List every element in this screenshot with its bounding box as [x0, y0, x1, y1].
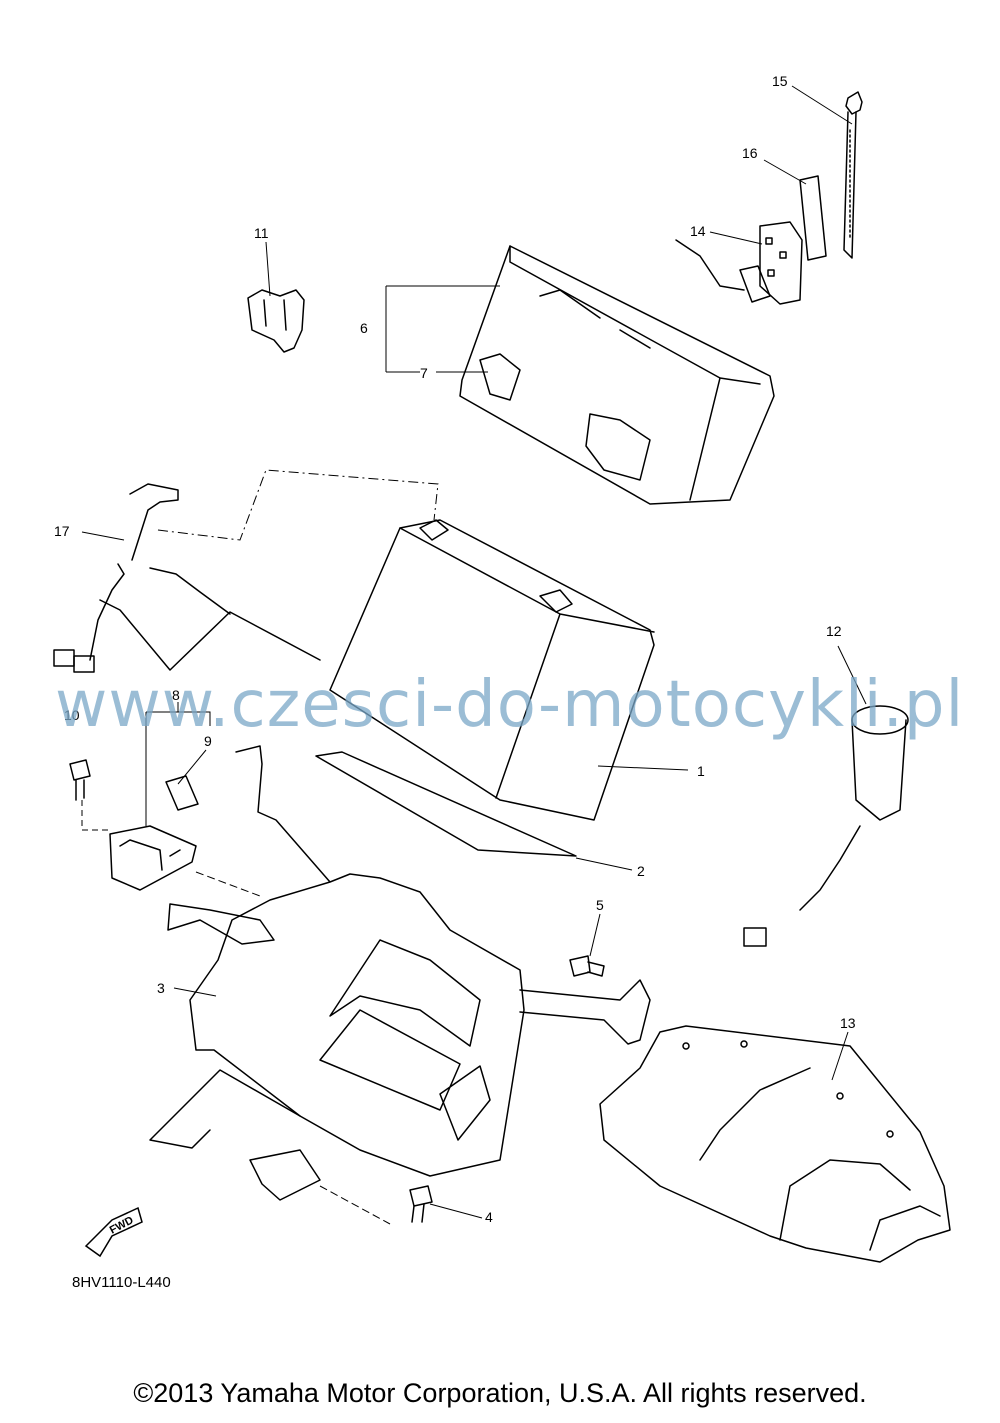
- callout-13: 13: [840, 1015, 856, 1031]
- clip-11: [247, 289, 305, 353]
- battery-box-3: [149, 745, 651, 1201]
- fwd-arrow: FWD: [84, 1206, 143, 1258]
- callout-15: 15: [772, 73, 788, 89]
- callout-12: 12: [826, 623, 842, 639]
- copyright-notice: ©2013 Yamaha Motor Corporation, U.S.A. A…: [133, 1378, 867, 1408]
- fuse-9: [165, 775, 199, 811]
- callout-17: 17: [54, 523, 70, 539]
- bolt-4: [409, 1185, 433, 1223]
- cable-tie-15: [843, 91, 863, 259]
- sensor-14: [675, 221, 803, 305]
- battery-1: [329, 519, 655, 821]
- callout-3: 3: [157, 980, 165, 996]
- power-socket-12: [743, 705, 909, 947]
- callout-11: 11: [254, 225, 269, 241]
- fuse-holder-8: [109, 825, 197, 891]
- wire-lead-17: [53, 483, 321, 673]
- callout-10: 10: [64, 707, 80, 723]
- callout-4: 4: [485, 1209, 493, 1225]
- pad-16: [799, 175, 827, 261]
- callout-1: 1: [697, 763, 705, 779]
- diagram-code: 8HV1110-L440: [72, 1274, 171, 1291]
- battery-pad-2: [315, 751, 577, 857]
- callout-9: 9: [204, 733, 212, 749]
- callout-8: 8: [172, 687, 180, 703]
- fwd-label: FWD: [108, 1214, 136, 1236]
- callout-5: 5: [596, 897, 604, 913]
- callout-6: 6: [360, 320, 368, 336]
- callout-7: 7: [420, 365, 428, 381]
- callout-2: 2: [637, 863, 645, 879]
- watermark: www.czesci-do-motocykli.pl: [55, 668, 965, 742]
- callout-14: 14: [690, 223, 706, 239]
- bolt-5: [569, 955, 605, 977]
- heat-shield-13: [599, 1025, 951, 1263]
- callout-16: 16: [742, 145, 758, 161]
- battery-cover-6: [459, 245, 775, 505]
- bolt-10: [69, 759, 91, 801]
